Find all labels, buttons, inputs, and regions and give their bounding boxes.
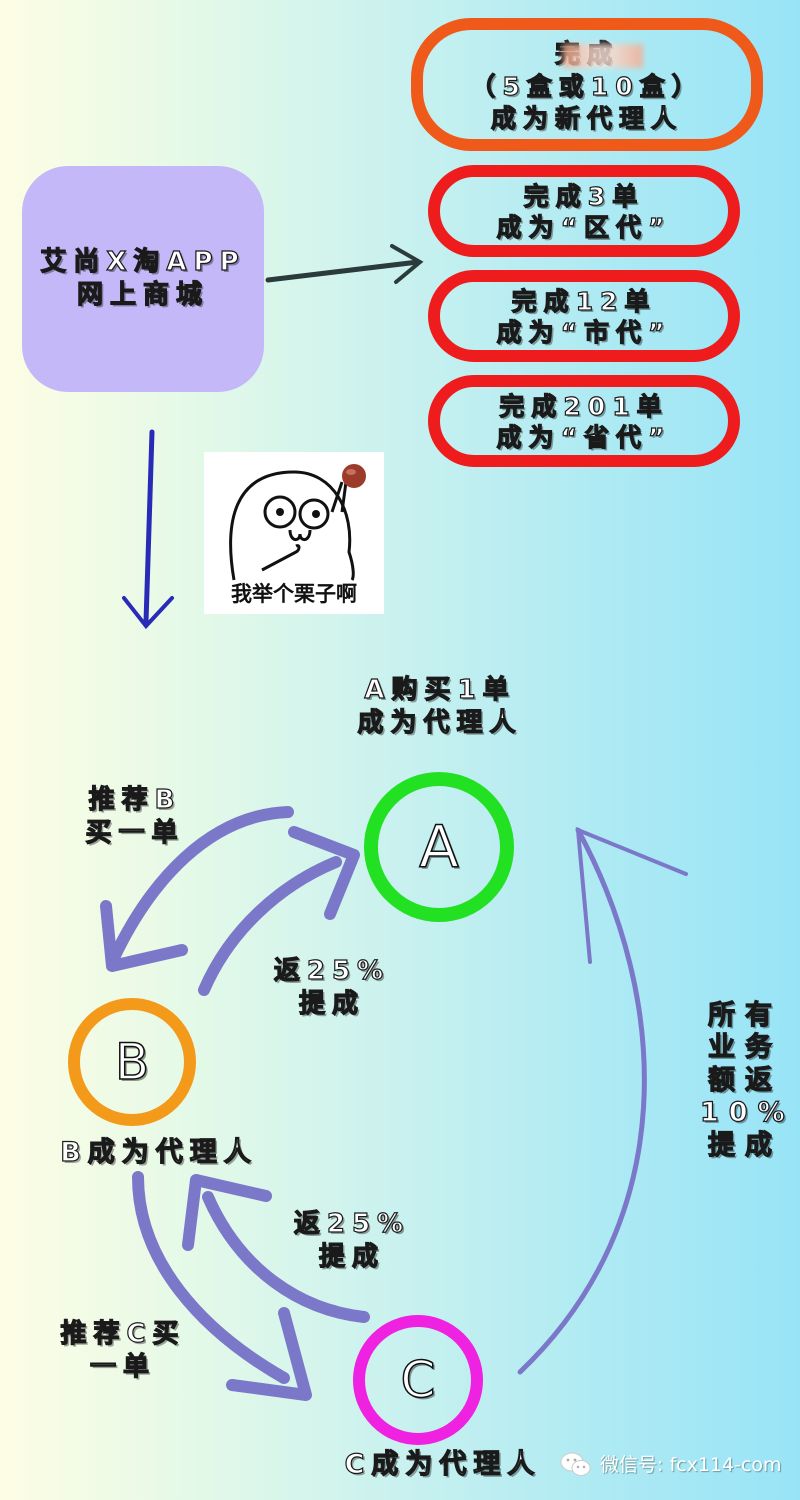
edge-c-to-a-line5: 提成 [707,1129,782,1161]
edge-b-to-a-line2: 提成 [298,988,365,1019]
edge-c-to-a-line3: 额返 [707,1064,782,1096]
node-a-circle: A [364,772,514,922]
edge-c-to-b-label: 返25% 提成 [282,1208,422,1273]
meme-character-icon [229,464,366,581]
chestnut-icon [342,464,366,488]
arrow-b-to-a-head [288,826,360,920]
tier-city-agent: 完成12单 成为“市代” [428,270,740,362]
node-a-label-line2: 成为代理人 [357,707,523,738]
arrow-c-to-b [202,1191,370,1323]
node-a-label-line1: A购买1单 [364,674,516,705]
edge-a-to-b-line2: 买一单 [85,817,185,848]
tier-province-line1: 完成201单 [499,391,669,421]
edge-c-to-b-line1: 返25% [293,1208,411,1239]
edge-b-to-a-line1: 返25% [273,955,391,986]
node-b-label: B成为代理人 [60,1136,258,1168]
arrow-c-to-b-head [182,1174,272,1251]
arrow-c-to-a [517,826,688,1375]
arrow-b-to-a [198,856,342,996]
watermark: 微信号: fcx114-com [560,1450,782,1477]
tier-district-line1: 完成3单 [523,181,645,211]
store-title: 艾尚X淘APP 网上商城 [22,246,264,311]
tier-new-agent-line2: （5盒或10盒） [470,71,704,101]
node-a-label: A购买1单 成为代理人 [330,674,550,739]
edge-c-to-a-line2: 业务 [707,1032,782,1064]
node-b-circle: B [68,998,196,1126]
tier-new-agent: 完成 （5盒或10盒） 成为新代理人 [411,18,763,151]
tier-new-agent-line3: 成为新代理人 [490,103,683,133]
arrow-b-to-c-head [226,1307,312,1401]
arrow-a-to-b [106,806,294,968]
arrow-b-to-c [132,1171,290,1384]
watermark-text: 微信号: fcx114-com [600,1454,782,1476]
edge-b-to-c-label: 推荐C买 一单 [48,1318,198,1383]
node-b-letter: B [114,1032,150,1092]
down-arrow [122,429,174,630]
tier-province-agent: 完成201单 成为“省代” [428,375,740,467]
arrow-a-to-b-head [100,900,188,972]
tier-province-line2: 成为“省代” [496,423,672,453]
meme-caption: 我举个栗子啊 [231,582,357,606]
tier-district-line2: 成为“区代” [496,213,672,243]
redacted-patch [563,44,643,68]
node-c-letter: C [400,1350,436,1410]
node-a-letter: A [418,812,459,882]
edge-c-to-b-line2: 提成 [318,1241,385,1272]
tier-city-line1: 完成12单 [511,286,657,316]
edge-c-to-a-line1: 所有 [707,999,782,1031]
tier-city-line2: 成为“市代” [496,318,672,348]
edge-b-to-c-line2: 一单 [89,1351,156,1382]
wechat-icon [560,1452,591,1476]
edge-c-to-a-label: 所有 业务 额返 10% 提成 [699,999,795,1162]
online-store-box: 艾尚X淘APP 网上商城 [22,166,264,392]
store-to-tiers-arrow [265,244,424,284]
store-title-line1: 艾尚X淘APP [40,246,246,277]
edge-a-to-b-line1: 推荐B [88,784,182,815]
store-title-line2: 网上商城 [76,279,209,310]
edge-b-to-c-line1: 推荐C买 [60,1318,186,1349]
edge-b-to-a-label: 返25% 提成 [262,955,402,1020]
meme-sticker: 我举个栗子啊 [204,452,384,614]
edge-a-to-b-label: 推荐B 买一单 [60,784,210,849]
edge-c-to-a-line4: 10% [699,1097,795,1129]
node-c-label: C成为代理人 [344,1448,542,1480]
node-c-circle: C [353,1315,483,1445]
tier-district-agent: 完成3单 成为“区代” [428,165,740,257]
